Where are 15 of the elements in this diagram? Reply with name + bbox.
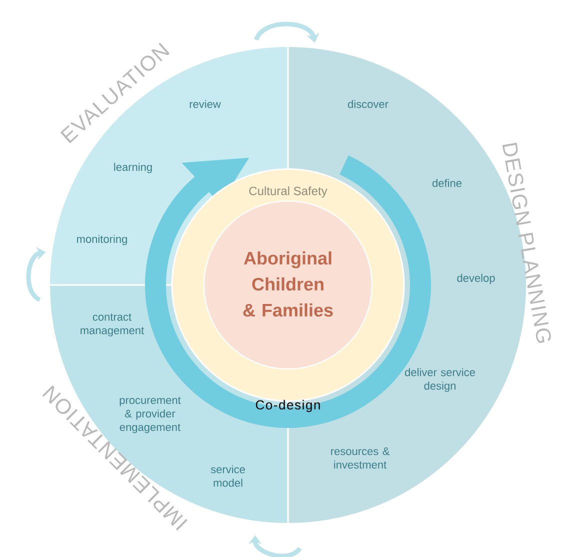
step-label: contract management — [80, 314, 144, 336]
step-label: develop — [457, 274, 495, 284]
step-label: define — [432, 178, 462, 188]
step-label: monitoring — [77, 234, 127, 246]
step-label: learning — [114, 162, 152, 174]
center-label: Aboriginal Children & Families — [243, 251, 333, 317]
step-label: deliver service design — [405, 368, 475, 392]
center-circle — [203, 200, 373, 370]
step-label: discover — [348, 100, 388, 108]
step-label: resources & investment — [331, 447, 390, 469]
ring-label: Cultural Safety — [249, 186, 328, 198]
stage-heading: DESIGN PLANNING — [502, 142, 551, 344]
step-label: service model — [210, 465, 245, 487]
ring-label: Co-design — [256, 400, 320, 412]
step-label: review — [190, 100, 221, 108]
